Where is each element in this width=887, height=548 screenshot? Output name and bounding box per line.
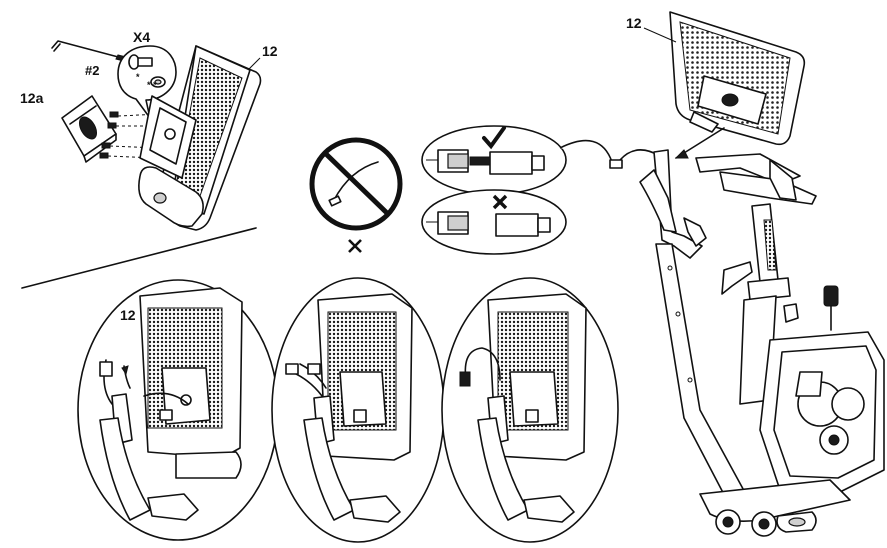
- check-icon: [482, 126, 506, 150]
- bike-assembly: 12: [609, 11, 885, 537]
- console-label-main: 12: [262, 43, 278, 59]
- quantity-label: X4: [133, 29, 150, 45]
- svg-text:* *: * *: [147, 80, 157, 90]
- connector-bubble-correct: [421, 125, 613, 195]
- hex-key: [51, 40, 127, 62]
- console-label-step1: 12: [120, 307, 136, 323]
- bolt-callout: * * *: [117, 45, 177, 119]
- cross-icon: [348, 239, 362, 253]
- console-12-back: [138, 45, 262, 231]
- connector-bubble-incorrect: [421, 189, 567, 255]
- console-label-top: 12: [626, 15, 642, 31]
- step-detail-2: [271, 277, 445, 543]
- prohibited-symbol: [309, 137, 403, 253]
- svg-text:*: *: [136, 72, 140, 82]
- bracket-label: 12a: [20, 90, 44, 106]
- x-mark-icon: [492, 194, 508, 210]
- bracket-12a: [61, 95, 117, 163]
- divider-line: [21, 227, 257, 289]
- hex-key-label: #2: [85, 63, 99, 78]
- console-12-top: [669, 11, 806, 146]
- step-detail-1: [77, 279, 279, 541]
- console-bracket-detail: #2 * * * X4 12a: [20, 29, 278, 231]
- step-detail-3: [441, 277, 619, 543]
